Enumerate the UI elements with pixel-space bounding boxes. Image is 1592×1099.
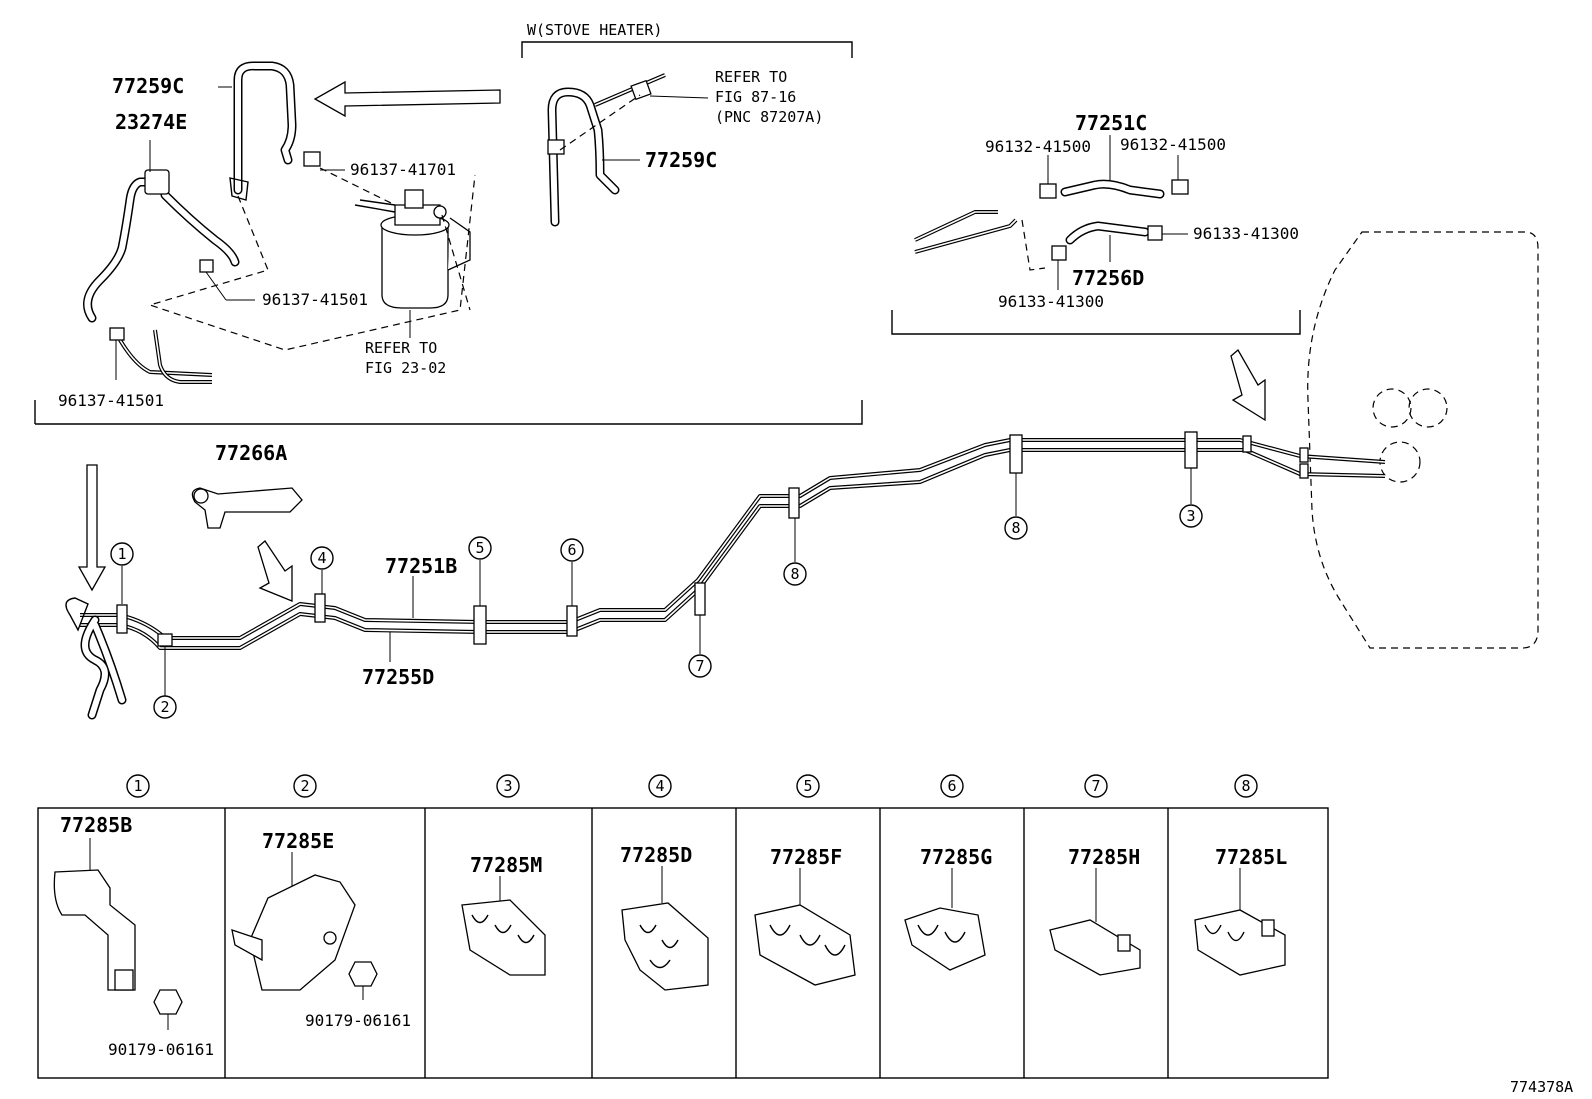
clamp-cell-3: 3 77285M [461,774,546,976]
svg-text:1: 1 [117,545,126,563]
location-mark-5: 5 [468,536,492,606]
stove-heater-detail: W(STOVE HEATER) REFER TO FIG 87-16 (PNC … [521,21,853,227]
main-fuel-lines: 77266A 77251B 77255D 1 2 [65,431,1386,720]
clamp-cell-1: 1 77285B 90179-06161 [53,774,214,1059]
location-mark-8b: 8 [1004,473,1028,540]
clamp-cell-8: 8 77285L [1194,774,1287,976]
svg-text:2: 2 [300,777,309,795]
clamp-part-77285h: 77285H [1068,845,1140,869]
protector-arrow [257,540,293,602]
svg-text:6: 6 [947,777,956,795]
hose-77259c [233,61,297,195]
svg-text:7: 7 [695,657,704,675]
svg-text:8: 8 [1241,777,1250,795]
location-mark-1: 1 [110,542,134,604]
label-pnc-87207a: (PNC 87207A) [715,108,823,126]
label-96132-41500-left: 96132-41500 [985,137,1091,156]
svg-text:3: 3 [503,777,512,795]
figure-id: 774378A [1510,1078,1573,1096]
label-refer-to-87: REFER TO [715,68,787,86]
clamp-part-77285b: 77285B [60,813,132,837]
fuel-tank [1230,231,1539,649]
svg-text:2: 2 [160,698,169,716]
inlet-arrow [77,464,107,592]
svg-text:5: 5 [803,777,812,795]
label-refer-to-23: REFER TO [365,339,437,357]
clamp-part-77285d: 77285D [620,843,692,867]
clamp-fastener-2: 90179-06161 [305,1011,411,1030]
clamp-part-77285m: 77285M [470,853,542,877]
charcoal-canister [354,189,471,309]
location-mark-3: 3 [1179,468,1203,528]
label-96137-41501-lower: 96137-41501 [58,391,164,410]
protector-77266a [191,487,303,529]
tank-arrow [1230,348,1266,422]
clamp-part-77285g: 77285G [920,845,992,869]
svg-text:3: 3 [1186,507,1195,525]
clamp-cell-6: 6 77285G [904,774,992,971]
label-96137-41501-mid: 96137-41501 [262,290,368,309]
svg-text:4: 4 [317,549,326,567]
label-77251b: 77251B [385,554,457,578]
svg-text:6: 6 [567,541,576,559]
location-mark-7: 7 [688,615,712,678]
location-mark-4: 4 [310,546,334,594]
clamp-part-77285f: 77285F [770,845,842,869]
clamp-cell-5: 5 77285F [754,774,856,986]
svg-text:7: 7 [1091,777,1100,795]
label-77251c: 77251C [1075,111,1147,135]
label-96132-41500-right: 96132-41500 [1120,135,1226,154]
label-96133-41300-lower: 96133-41300 [998,292,1104,311]
label-77255d: 77255D [362,665,434,689]
svg-text:5: 5 [475,539,484,557]
label-stove-heater: W(STOVE HEATER) [527,21,662,39]
label-77259c-upper: 77259C [112,74,184,98]
tank-hose-detail: 96132-41500 96132-41500 77251C 96133-413… [891,111,1301,335]
label-77266a: 77266A [215,441,287,465]
clamp-cell-7: 7 77285H [1049,774,1141,976]
location-mark-8a: 8 [783,518,807,586]
label-96133-41300-right: 96133-41300 [1193,224,1299,243]
clamp-part-77285l: 77285L [1215,845,1287,869]
label-77259c-stove: 77259C [645,148,717,172]
clamp-cell-2: 2 77285E 90179-06161 [231,774,411,1030]
svg-text:8: 8 [790,565,799,583]
clamp-fastener-1: 90179-06161 [108,1040,214,1059]
label-fig-23-02: FIG 23-02 [365,359,446,377]
clamp-part-77285e: 77285E [262,829,334,853]
svg-text:8: 8 [1011,519,1020,537]
location-mark-2: 2 [153,646,177,719]
evap-hose-detail: 77259C 23274E 96137-41501 96137-41501 96… [34,61,863,425]
label-77256d: 77256D [1072,266,1144,290]
clamp-cell-4: 4 77285D [620,774,709,991]
direction-arrow [313,80,501,118]
svg-text:4: 4 [655,777,664,795]
svg-text:1: 1 [133,777,142,795]
label-23274e: 23274E [115,110,187,134]
label-fig-87-16: FIG 87-16 [715,88,796,106]
location-mark-6: 6 [560,538,584,606]
clamp-table: 1 77285B 90179-06161 2 77285E 90179-0616… [37,774,1329,1079]
label-96137-41701: 96137-41701 [350,160,456,179]
